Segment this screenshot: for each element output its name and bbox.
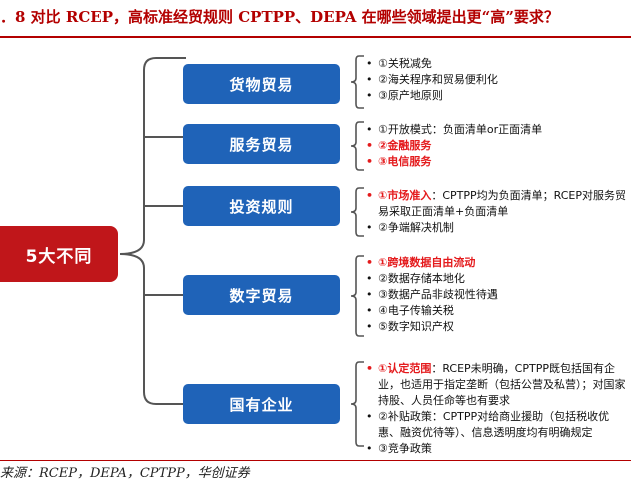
category-investment-rules: 投资规则 [183, 186, 340, 226]
list-item: •②补贴政策：CPTPP对给商业援助（包括税收优惠、融资优待等）、信息透明度均有… [366, 410, 610, 439]
list-item: •③数据产品非歧视性待遇 [366, 288, 498, 301]
sub-brace-investment [350, 187, 364, 237]
list-item: •①开放模式：负面清单or正面清单 [366, 123, 543, 136]
list-item: •①关税减免 [366, 57, 432, 70]
items-services-trade: •①开放模式：负面清单or正面清单 •②金融服务 •③电信服务 [366, 122, 628, 170]
list-item-highlight: •①跨境数据自由流动 [366, 256, 476, 269]
title-rule [0, 36, 631, 38]
sub-brace-soe [350, 361, 364, 447]
category-services-trade: 服务贸易 [183, 124, 340, 164]
source-note: 来源：RCEP，DEPA，CPTPP，华创证券 [0, 466, 250, 481]
source-rule [0, 460, 631, 461]
list-item: •⑤数字知识产权 [366, 320, 454, 333]
list-item: •①市场准入：CPTPP均为负面清单；RCEP对服务贸易采取正面清单+负面清单 [366, 189, 626, 218]
list-item: •①认定范围：RCEP未明确，CPTPP既包括国有企业，也适用于指定垄断（包括公… [366, 362, 626, 407]
list-item: •②数据存储本地化 [366, 272, 465, 285]
main-brace-path [119, 57, 186, 405]
items-goods-trade: •①关税减免 •②海关程序和贸易便利化 •③原产地原则 [366, 56, 628, 104]
list-item: •③原产地原则 [366, 89, 443, 102]
list-item: •②争端解决机制 [366, 221, 454, 234]
category-state-owned-enterprises: 国有企业 [183, 384, 340, 424]
category-digital-trade: 数字贸易 [183, 275, 340, 315]
sub-brace-digital [350, 255, 364, 337]
items-digital-trade: •①跨境数据自由流动 •②数据存储本地化 •③数据产品非歧视性待遇 •④电子传输… [366, 255, 628, 335]
items-state-owned-enterprises: •①认定范围：RCEP未明确，CPTPP既包括国有企业，也适用于指定垄断（包括公… [366, 361, 628, 457]
figure-title: ．8 对比 RCEP，高标准经贸规则 CPTPP、DEPA 在哪些领域提出更“高… [0, 8, 559, 26]
list-item: •④电子传输关税 [366, 304, 454, 317]
main-brace [119, 57, 186, 405]
sub-brace-goods [350, 55, 364, 109]
root-node: 5大不同 [0, 226, 118, 282]
list-item: •③竞争政策 [366, 442, 432, 455]
list-item: •②海关程序和贸易便利化 [366, 73, 498, 86]
sub-brace-services [350, 121, 364, 171]
list-item-highlight: •②金融服务 [366, 139, 432, 152]
category-goods-trade: 货物贸易 [183, 64, 340, 104]
items-investment-rules: •①市场准入：CPTPP均为负面清单；RCEP对服务贸易采取正面清单+负面清单 … [366, 188, 628, 236]
list-item-highlight: •③电信服务 [366, 155, 432, 168]
